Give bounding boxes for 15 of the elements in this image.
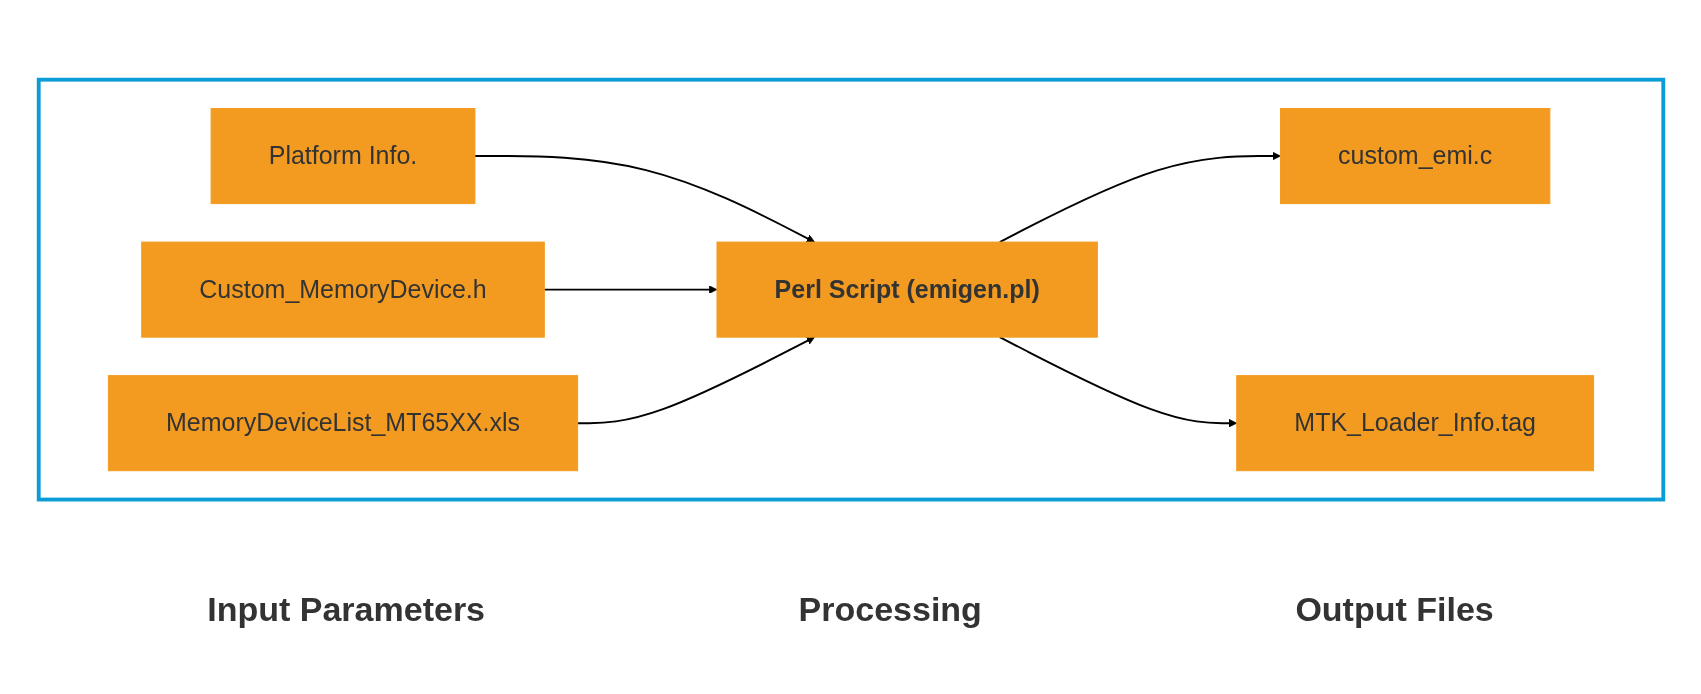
cluster xyxy=(36,78,1665,502)
arrow xyxy=(473,155,815,243)
node-box: MemoryDeviceList_MT65XX.xls xyxy=(107,375,578,472)
column-label: Processing xyxy=(798,590,982,629)
node-box: Platform Info. xyxy=(210,108,475,205)
node-box: Custom_MemoryDevice.h xyxy=(140,241,545,339)
node-box: Perl Script (emigen.pl) xyxy=(716,241,1098,339)
arrow xyxy=(576,337,815,425)
column-label: Input Parameters xyxy=(207,590,486,629)
arrow xyxy=(998,336,1237,428)
node-box: custom_emi.c xyxy=(1279,108,1550,205)
arrow xyxy=(542,285,717,295)
column-label: Output Files xyxy=(1295,590,1494,629)
node-box: MTK_Loader_Info.tag xyxy=(1235,375,1594,472)
arrow xyxy=(998,152,1281,244)
